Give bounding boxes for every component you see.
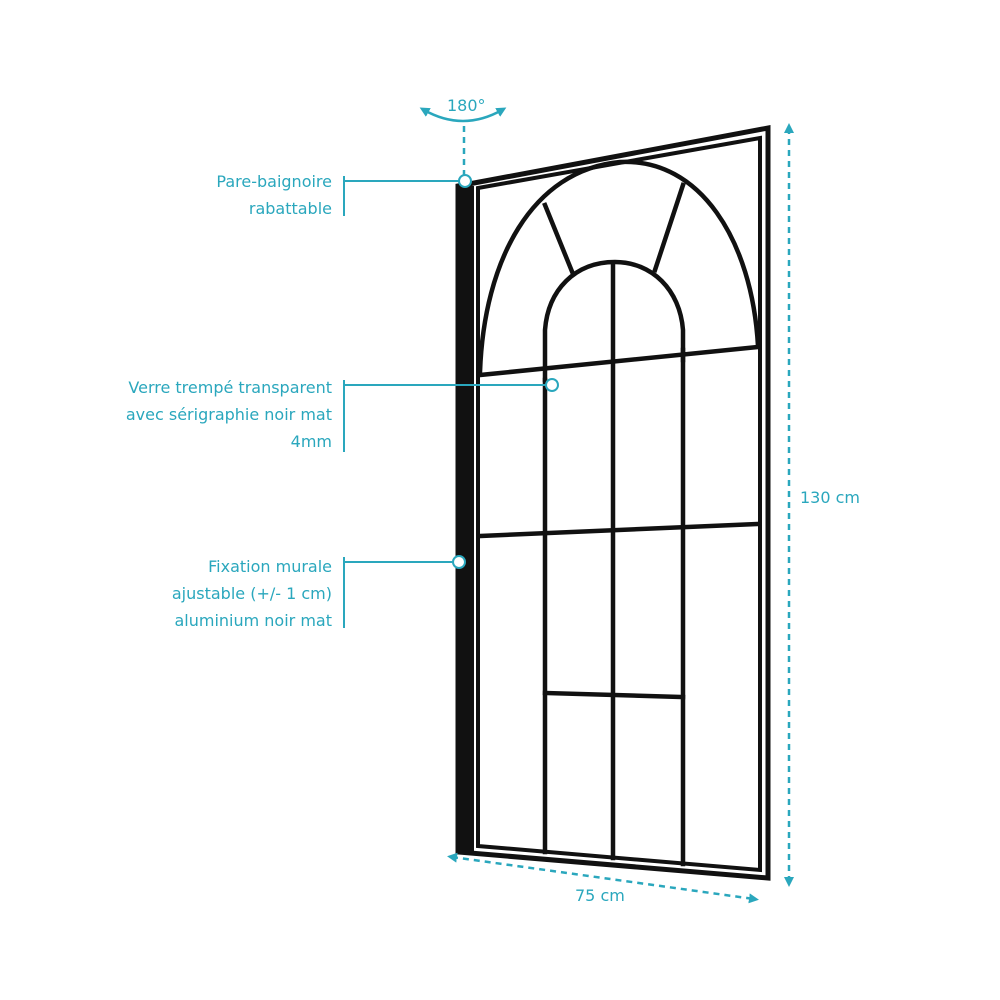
glass-grid	[477, 159, 761, 867]
spoke-left	[542, 202, 576, 277]
width-label: 75 cm	[575, 886, 625, 905]
shower-screen-frame	[455, 124, 771, 881]
callout-hinge-line-1: Pare-baignoire	[216, 172, 332, 191]
inner-frame	[476, 135, 762, 873]
outer-arch	[477, 159, 761, 375]
callout-glass: Verre trempé transparent avec sérigraphi…	[126, 374, 332, 455]
rotation-indicator	[419, 107, 507, 176]
dimension-lines	[447, 123, 794, 904]
spoke-right	[652, 182, 686, 273]
rotation-arrow-icon	[419, 107, 507, 123]
callout-glass-line-1: Verre trempé transparent	[128, 378, 332, 397]
width-dimension-line	[447, 852, 759, 904]
callout-glass-line-2: avec sérigraphie noir mat	[125, 405, 332, 424]
callout-mount-line-1: Fixation murale	[208, 557, 332, 576]
callout-mount: Fixation murale ajustable (+/- 1 cm) alu…	[172, 553, 332, 634]
outer-frame	[455, 124, 771, 881]
callout-leaders	[343, 174, 559, 628]
rail-middle	[477, 521, 761, 539]
callout-hinge: Pare-baignoire rabattable	[216, 168, 332, 222]
height-label: 130 cm	[800, 488, 861, 507]
rotation-label: 180°	[447, 96, 486, 115]
callout-mount-line-2: ajustable (+/- 1 cm)	[171, 584, 332, 603]
hinge-marker	[458, 174, 472, 188]
mount-marker	[452, 555, 466, 569]
callout-glass-line-3: 4mm	[290, 432, 332, 451]
callout-mount-line-3: aluminium noir mat	[174, 611, 332, 630]
glass-marker	[545, 378, 559, 392]
callout-hinge-line-2: rabattable	[248, 199, 332, 218]
rail-upper	[477, 344, 761, 378]
